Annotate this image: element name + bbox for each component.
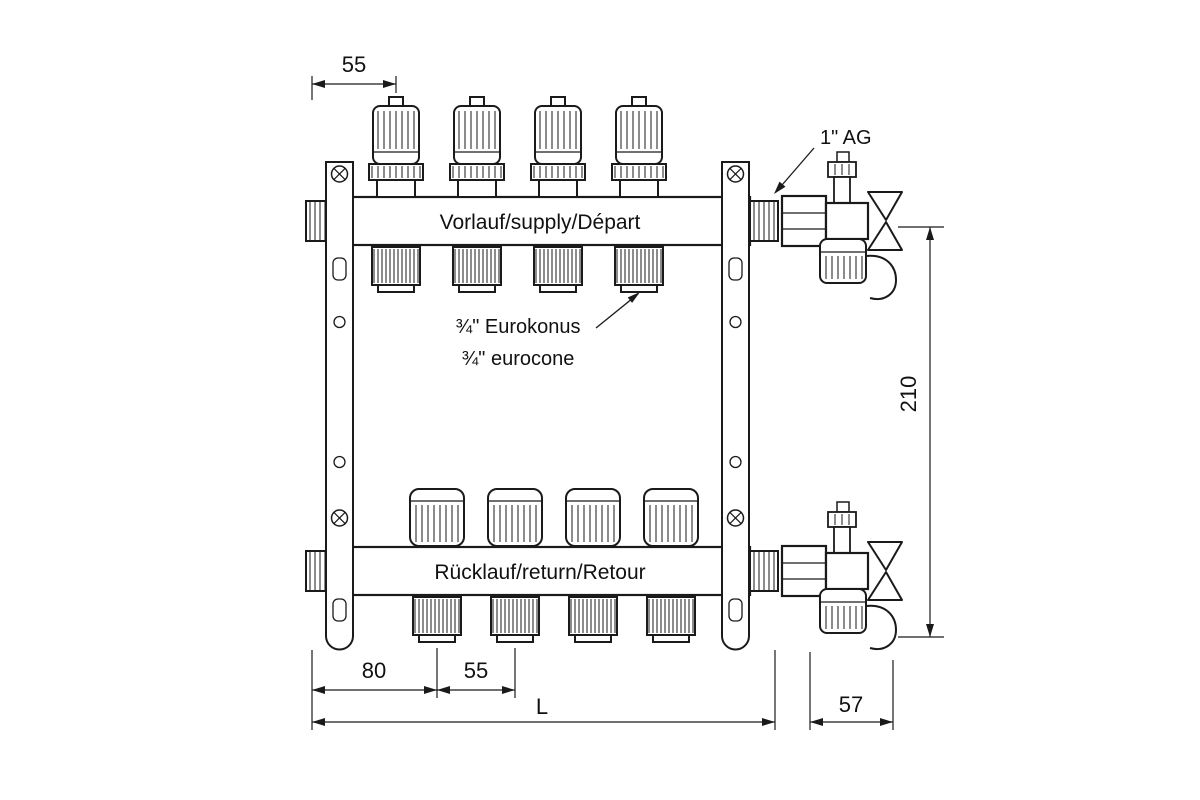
vent-stem bbox=[833, 526, 851, 554]
rail-screw bbox=[726, 509, 745, 527]
eurocone-label: ¾" eurocone bbox=[462, 348, 575, 370]
dimension-bottom: 80 55 L bbox=[311, 648, 776, 730]
valve-actuator-3 bbox=[530, 96, 586, 198]
return-outlet-2 bbox=[490, 596, 540, 643]
thread-end-right-top bbox=[749, 200, 779, 242]
ball-valve-bottom bbox=[780, 501, 903, 650]
return-label: Rücklauf/return/Retour bbox=[434, 561, 645, 584]
annotation-eurokonus: ¾" Eurokonus ¾" eurocone bbox=[456, 292, 640, 370]
return-outlet-3 bbox=[568, 596, 618, 643]
mounting-rail-right bbox=[721, 161, 750, 651]
cap-retainer-hook bbox=[865, 254, 898, 300]
rail-screw bbox=[330, 509, 349, 527]
ball-valve-top bbox=[780, 151, 903, 300]
dimension-top-offset: 55 bbox=[311, 52, 397, 100]
thread-size-label: 1" AG bbox=[820, 127, 872, 149]
dim-first-outlet-value: 80 bbox=[362, 658, 386, 683]
vent-cap bbox=[827, 511, 857, 528]
rail-slot bbox=[332, 257, 347, 281]
rail-slot bbox=[332, 598, 347, 622]
supply-manifold bbox=[305, 195, 779, 247]
return-cap-2 bbox=[487, 488, 543, 547]
supply-outlet-3 bbox=[533, 246, 583, 293]
supply-outlet-1 bbox=[371, 246, 421, 293]
supply-label: Vorlauf/supply/Départ bbox=[440, 211, 641, 234]
valve-actuator-4 bbox=[611, 96, 667, 198]
valve-actuator-2 bbox=[449, 96, 505, 198]
eurokonus-label: ¾" Eurokonus bbox=[456, 316, 581, 338]
rail-hole bbox=[333, 315, 346, 329]
leader-arrow bbox=[627, 292, 640, 303]
rail-screw bbox=[330, 165, 349, 183]
dim-valve-depth-value: 57 bbox=[839, 692, 863, 717]
cap-retainer-hook bbox=[865, 604, 898, 650]
butterfly-handle-top bbox=[867, 191, 903, 251]
rail-hole bbox=[729, 455, 742, 469]
dimension-height: 210 bbox=[896, 226, 944, 638]
vent-stem bbox=[833, 176, 851, 204]
vent-nub bbox=[836, 151, 850, 163]
rail-slot bbox=[728, 257, 743, 281]
valve-body-bottom bbox=[824, 551, 870, 591]
return-cap-1 bbox=[409, 488, 465, 547]
dim-spacing-value: 55 bbox=[464, 658, 488, 683]
return-cap-4 bbox=[643, 488, 699, 547]
annotation-thread-size: 1" AG bbox=[774, 127, 872, 194]
drain-cap-top bbox=[819, 238, 867, 284]
dim-height-value: 210 bbox=[896, 376, 921, 413]
valve-actuator-1 bbox=[368, 96, 424, 198]
rail-screw bbox=[726, 165, 745, 183]
butterfly-handle-bottom bbox=[867, 541, 903, 601]
supply-tube bbox=[328, 195, 752, 247]
union-nut-bottom bbox=[780, 544, 828, 598]
dim-top-offset-value: 55 bbox=[342, 52, 366, 77]
rail-hole bbox=[729, 315, 742, 329]
dim-length-value: L bbox=[536, 694, 548, 719]
return-outlet-4 bbox=[646, 596, 696, 643]
return-outlet-1 bbox=[412, 596, 462, 643]
rail-hole bbox=[333, 455, 346, 469]
valve-body-top bbox=[824, 201, 870, 241]
vent-cap bbox=[827, 161, 857, 178]
supply-outlet-4 bbox=[614, 246, 664, 293]
return-cap-3 bbox=[565, 488, 621, 547]
rail-slot bbox=[728, 598, 743, 622]
dimension-valve-depth: 57 bbox=[809, 652, 894, 730]
vent-nub bbox=[836, 501, 850, 513]
thread-end-right-bottom bbox=[749, 550, 779, 592]
union-nut-top bbox=[780, 194, 828, 248]
supply-outlet-2 bbox=[452, 246, 502, 293]
mounting-rail-left bbox=[325, 161, 354, 651]
leader-arrow bbox=[774, 181, 786, 194]
drain-cap-bottom bbox=[819, 588, 867, 634]
